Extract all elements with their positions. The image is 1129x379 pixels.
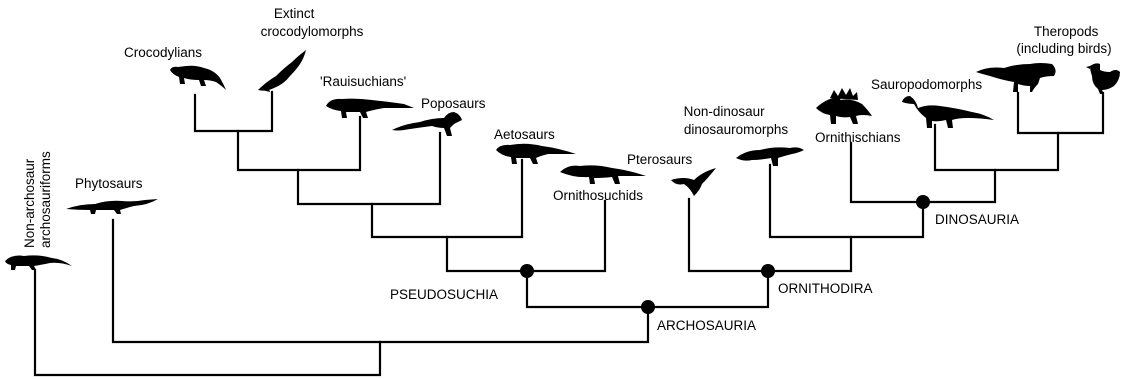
taxon-label-ornithischians: Ornithischians bbox=[815, 130, 901, 145]
branch-theropoda bbox=[1018, 93, 1103, 133]
crocodile-silhouette bbox=[170, 66, 226, 90]
phytosaur-silhouette bbox=[66, 199, 158, 214]
taxon-label-ornithosuchids: Ornithosuchids bbox=[553, 188, 643, 203]
node-pseudosuchia bbox=[520, 264, 534, 278]
node-dinosauria bbox=[916, 195, 930, 209]
node-ornithodira bbox=[761, 264, 775, 278]
marine-crocodylomorph-silhouette bbox=[258, 50, 306, 92]
branch-saurischia bbox=[935, 125, 1058, 170]
theropod-silhouette bbox=[976, 63, 1056, 92]
taxon-label-poposaurs: Poposaurs bbox=[421, 96, 486, 111]
pterosaur-silhouette bbox=[671, 168, 716, 196]
aetosaur-silhouette bbox=[496, 144, 576, 164]
clade-label-dinosauria: DINOSAURIA bbox=[935, 212, 1019, 227]
clade-label-pseudosuchia: PSEUDOSUCHIA bbox=[390, 287, 498, 302]
stegosaur-silhouette bbox=[816, 88, 872, 124]
taxon-label-aetosaurs: Aetosaurs bbox=[494, 127, 555, 142]
poposaur-silhouette bbox=[392, 112, 462, 136]
taxon-label-non-dinosaur-dinosauromorphs: Non-dinosaur dinosauromorphs bbox=[684, 104, 789, 137]
sauropod-silhouette bbox=[902, 96, 994, 128]
chicken-silhouette bbox=[1086, 63, 1120, 94]
taxon-label-theropods: Theropods (including birds) bbox=[1016, 24, 1111, 56]
taxon-label-sauropodomorphs: Sauropodomorphs bbox=[871, 77, 982, 92]
rauisuchian-silhouette bbox=[326, 99, 414, 118]
small-archosauriform-silhouette bbox=[5, 255, 72, 270]
branch-phytosaur-split bbox=[113, 220, 648, 342]
tree-branches bbox=[35, 92, 1103, 375]
taxon-label-extinct-crocodylomorphs: Extinct crocodylomorphs bbox=[261, 6, 364, 39]
taxon-label-pterosaurs: Pterosaurs bbox=[627, 152, 693, 167]
branch-poposaur-split bbox=[298, 133, 440, 204]
dinosauromorph-silhouette bbox=[736, 147, 804, 166]
taxon-label-crocodylians: Crocodylians bbox=[124, 45, 202, 60]
branch-crocodylomorpha bbox=[195, 92, 272, 131]
branch-root bbox=[35, 270, 380, 375]
clade-label-ornithodira: ORNITHODIRA bbox=[778, 281, 873, 296]
node-archosauria bbox=[641, 300, 655, 314]
ornithosuchid-silhouette bbox=[560, 165, 646, 184]
branch-aetosaur-split bbox=[372, 160, 522, 237]
branch-rauisuchian-split bbox=[238, 117, 360, 170]
taxon-label-non-archosaur-archosauriforms: Non-archosaur archosauriforms bbox=[22, 151, 53, 248]
clade-label-archosauria: ARCHOSAURIA bbox=[657, 318, 756, 333]
taxon-label-rauisuchians: 'Rauisuchians' bbox=[320, 74, 406, 89]
branch-dinosauria bbox=[851, 143, 995, 202]
taxon-label-phytosaurs: Phytosaurs bbox=[75, 176, 143, 191]
